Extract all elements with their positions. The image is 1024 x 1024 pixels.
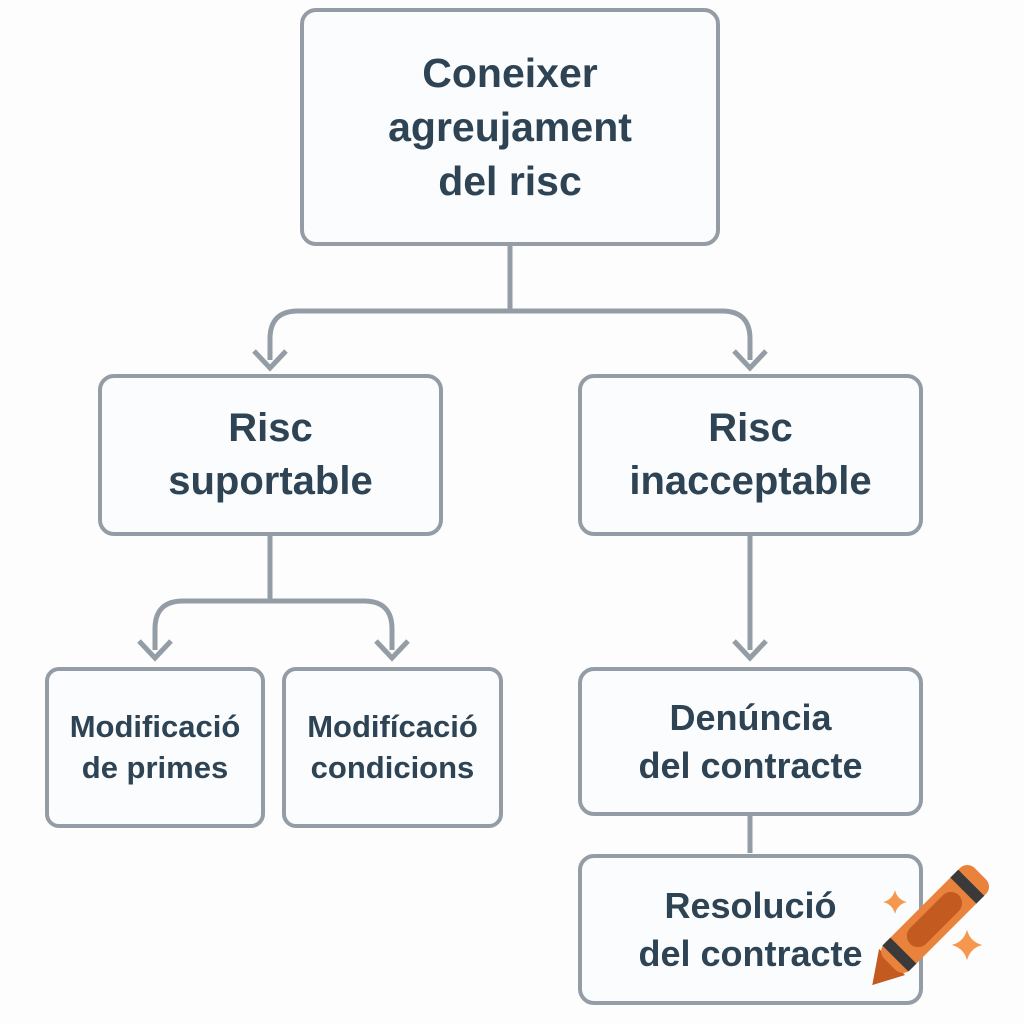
node-text-line: Resolució [664, 884, 837, 926]
edge-root-branch [252, 246, 768, 372]
node-text-line: del contracte [638, 932, 863, 974]
node-risc-inacceptable: Risc inacceptable [578, 374, 923, 536]
arrowhead-icon [137, 639, 173, 662]
node-text-line: Risc [228, 406, 313, 451]
node-modificacio-primes: Modificació de primes [45, 667, 265, 828]
crayon-icon [856, 856, 1020, 1016]
node-text-line: Risc [708, 406, 793, 451]
node-denuncia-contracte: Denúncia del contracte [578, 667, 923, 816]
node-text-line: agreujament [388, 103, 632, 150]
node-text-line: suportable [168, 459, 373, 503]
node-text-line: Modifícació [307, 708, 478, 744]
arrowhead-icon [374, 639, 410, 662]
node-text-line: Modificació [69, 708, 241, 744]
arrowhead-icon [732, 349, 768, 372]
node-coneixer-agreujament: Coneixer agreujament del risc [300, 8, 720, 246]
sparkle-icon [883, 890, 907, 914]
node-text-line: Denúncia [669, 696, 832, 738]
node-risc-suportable: Risc suportable [98, 374, 443, 536]
sparkle-icon [951, 929, 983, 961]
node-modificacio-condicions: Modifícació condicions [282, 667, 503, 828]
node-text-line: condicions [310, 749, 475, 785]
node-text-line: Coneixer [422, 49, 598, 96]
node-text-line: de primes [81, 749, 229, 785]
node-text-line: del contracte [638, 744, 863, 786]
arrowhead-icon [732, 639, 768, 662]
node-resolucio-contracte: Resolució del contracte [578, 854, 923, 1005]
edge-suportable-branch [137, 536, 410, 662]
node-text-line: inacceptable [629, 459, 872, 503]
arrowhead-icon [252, 349, 288, 372]
crayon-body [872, 864, 990, 986]
edge-inacceptable-denuncia [732, 536, 768, 662]
node-text-line: del risc [438, 158, 582, 205]
